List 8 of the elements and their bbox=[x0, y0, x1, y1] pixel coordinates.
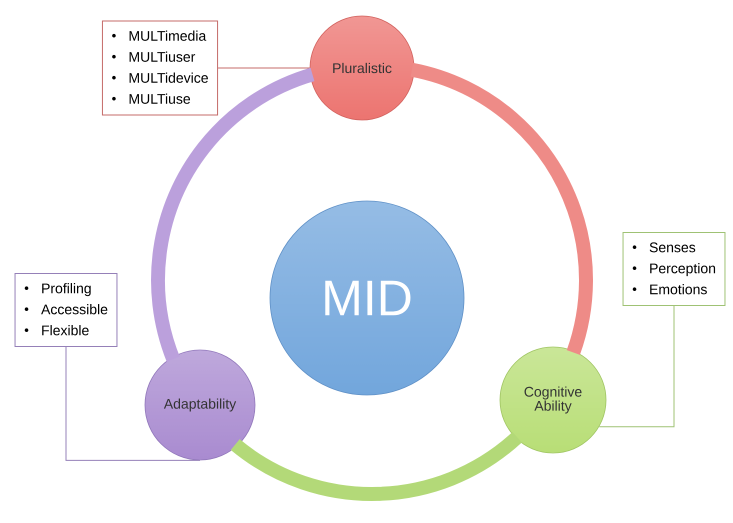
ring-arc bbox=[231, 432, 522, 501]
ring-arc bbox=[410, 62, 593, 355]
leader-line bbox=[66, 346, 200, 461]
ring-arc bbox=[151, 68, 315, 362]
bullet-list-box: Senses Perception Emotions bbox=[622, 232, 726, 306]
bullet-list-box: Profiling Accessible Flexible bbox=[14, 273, 118, 347]
leader-line bbox=[598, 306, 674, 428]
bullet-list-box: MULTimedia MULTiuser MULTidevice MULTiuse bbox=[102, 20, 218, 116]
